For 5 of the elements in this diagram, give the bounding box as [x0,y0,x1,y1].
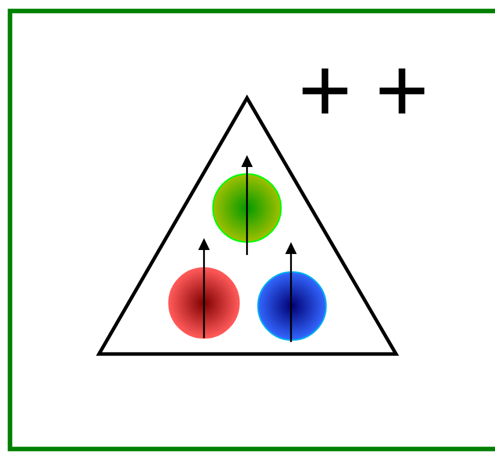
plus-sign: + [380,68,424,114]
ball [257,271,327,341]
plus-sign: + [302,68,348,114]
ball [168,267,240,339]
ball [212,173,282,243]
